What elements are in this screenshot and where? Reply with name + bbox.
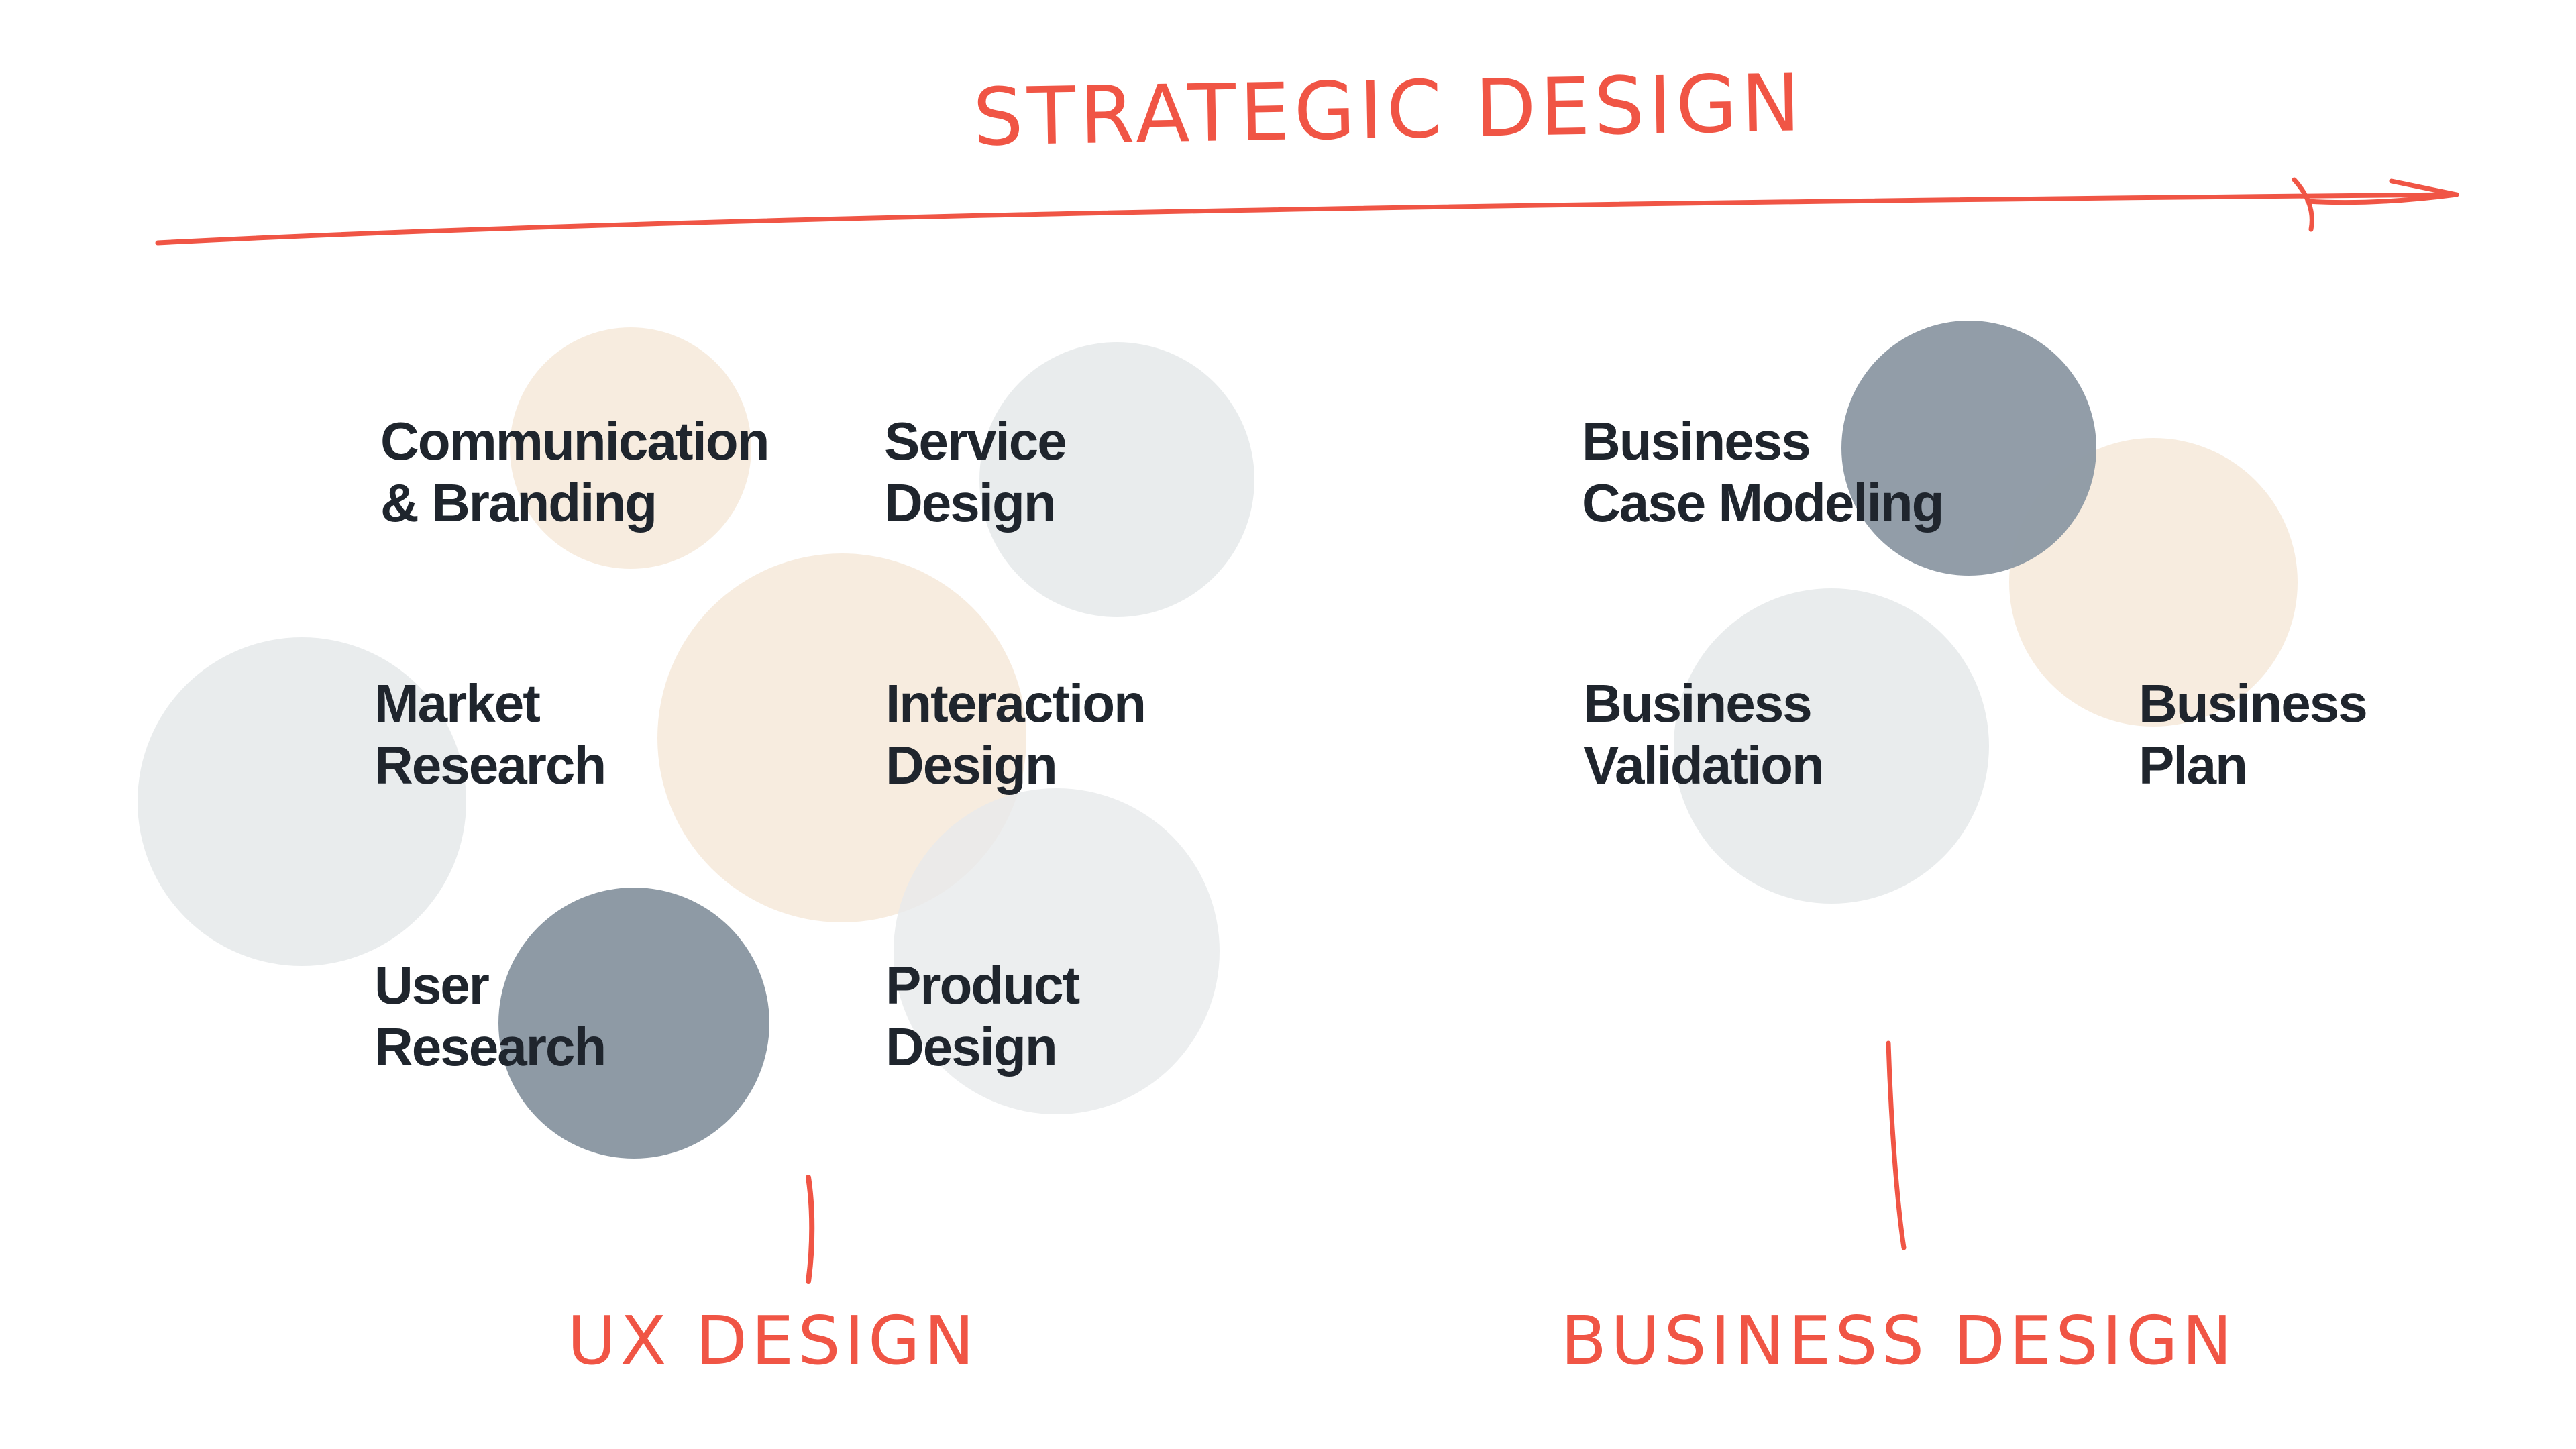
circle-user-research xyxy=(498,888,769,1159)
label-line: Communication xyxy=(380,411,769,471)
circle-communication-branding xyxy=(510,327,751,569)
label-line: Design xyxy=(884,473,1057,533)
label-line: Design xyxy=(885,1017,1058,1077)
circle-interaction-design xyxy=(657,553,1026,922)
label-user-research: User Research xyxy=(374,955,606,1078)
label-line: Interaction xyxy=(885,674,1146,733)
label-service-design: Service Design xyxy=(884,411,1067,534)
label-line: Case Modeling xyxy=(1582,473,1945,533)
label-business-plan: Business Plan xyxy=(2139,673,2368,796)
connector-stroke-business xyxy=(1886,1040,1907,1250)
label-line: User xyxy=(374,955,490,1015)
label-line: Service xyxy=(884,411,1067,471)
label-business-validation: Business Validation xyxy=(1583,673,1825,796)
circle-business-case-modeling xyxy=(1841,321,2096,576)
label-line: Research xyxy=(374,1017,606,1077)
label-line: Business xyxy=(2139,674,2368,733)
label-line: Design xyxy=(885,735,1058,795)
circle-business-plan xyxy=(2009,438,2298,727)
connector-stroke-ux xyxy=(806,1175,815,1284)
business-design-title: BUSINESS DESIGN xyxy=(1560,1301,2237,1380)
label-line: Product xyxy=(885,955,1080,1015)
ux-design-title: UX DESIGN xyxy=(567,1301,979,1380)
label-product-design: Product Design xyxy=(885,955,1080,1078)
circle-business-validation xyxy=(1674,588,1989,904)
circle-market-research xyxy=(138,637,466,966)
label-line: & Branding xyxy=(380,473,657,533)
label-line: Plan xyxy=(2139,735,2248,795)
label-interaction-design: Interaction Design xyxy=(885,673,1146,796)
circle-product-design xyxy=(894,788,1220,1114)
label-line: Market xyxy=(374,674,541,733)
label-line: Validation xyxy=(1583,735,1825,795)
label-communication-branding: Communication & Branding xyxy=(380,411,769,534)
strategic-design-title: STRATEGIC DESIGN xyxy=(972,56,1805,164)
label-line: Business xyxy=(1582,411,1811,471)
label-business-case-modeling: Business Case Modeling xyxy=(1582,411,1945,534)
label-line: Research xyxy=(374,735,606,795)
circle-service-design xyxy=(979,342,1254,617)
arrow-line xyxy=(155,192,2459,246)
arrow-head-icon xyxy=(2292,177,2459,232)
label-market-research: Market Research xyxy=(374,673,606,796)
label-line: Business xyxy=(1583,674,1813,733)
